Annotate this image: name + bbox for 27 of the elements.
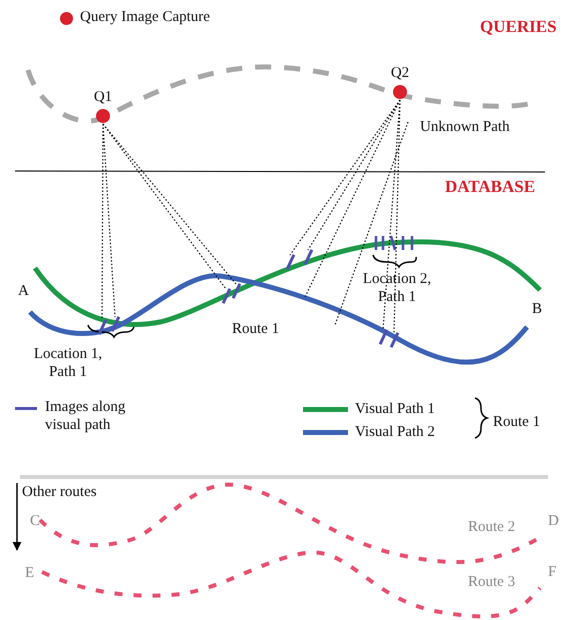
- location-label: Location 1, Path 1: [32, 345, 104, 381]
- endpoint-label: C: [30, 512, 40, 530]
- legend-label: Images along visual path: [45, 398, 126, 434]
- endpoint-label: E: [25, 564, 34, 582]
- leader-line: [393, 100, 401, 334]
- leader-line: [308, 100, 400, 250]
- leader-line: [102, 124, 116, 318]
- leader-line: [334, 122, 409, 326]
- legend-label: Visual Path 1: [355, 400, 435, 418]
- path-label: Unknown Path: [420, 118, 510, 136]
- legend-label: Visual Path 2: [355, 423, 435, 441]
- query-label: Q2: [390, 64, 410, 82]
- endpoint-label: B: [532, 300, 542, 318]
- endpoint-label: D: [548, 512, 559, 530]
- route-label: Route 1: [232, 320, 280, 338]
- location-label: Location 2, Path 1: [362, 270, 432, 306]
- section-heading: QUERIES: [480, 18, 557, 36]
- leader-line: [304, 100, 400, 298]
- route-label: Other routes: [22, 483, 97, 501]
- endpoint-label: A: [18, 282, 29, 300]
- route-label: Route 3: [468, 573, 516, 591]
- query-label: Q1: [92, 88, 114, 106]
- route-label: Route 2: [468, 518, 516, 536]
- endpoint-label: F: [548, 563, 556, 581]
- section-heading: DATABASE: [445, 178, 536, 196]
- legend-label: Query Image Capture: [80, 8, 210, 26]
- route-label: Route 1: [493, 413, 540, 431]
